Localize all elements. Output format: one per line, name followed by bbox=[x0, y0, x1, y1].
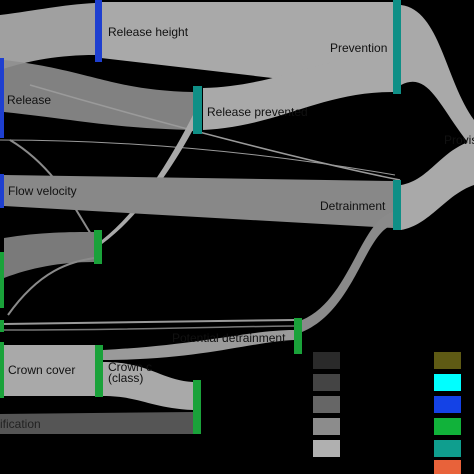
flow-green-thin bbox=[7, 257, 95, 316]
flow-release-release-prevented bbox=[4, 60, 193, 130]
flow-crown-cover-class bbox=[4, 345, 95, 396]
node-bar-crown-cover-class bbox=[95, 345, 103, 397]
label-provision: Provisi bbox=[444, 133, 474, 147]
label-crown-cover: Crown cover bbox=[8, 363, 75, 377]
flow-classification bbox=[0, 412, 193, 434]
flow-potential-detrainment-detrainment bbox=[302, 212, 393, 332]
legend-color-swatch bbox=[434, 418, 461, 435]
flow-release-prevented-green bbox=[102, 115, 198, 244]
node-bar-green-small bbox=[0, 320, 4, 332]
legend-color-swatch bbox=[434, 374, 461, 391]
node-labels: Release height Prevention Release Releas… bbox=[0, 25, 474, 431]
legend-color-swatch bbox=[434, 352, 461, 369]
label-flow-velocity: Flow velocity bbox=[8, 184, 77, 198]
legend-colors bbox=[434, 352, 461, 474]
legend-color-swatch bbox=[434, 440, 461, 457]
node-bar-detrainment bbox=[393, 180, 401, 230]
node-bar-green-left bbox=[0, 252, 4, 308]
label-potential-detrainment: Potential detrainment bbox=[172, 331, 286, 345]
flow-links bbox=[0, 2, 474, 434]
flow-thin-5 bbox=[3, 325, 295, 331]
node-bar-green-mid bbox=[94, 230, 102, 264]
flow-green-mid-left bbox=[4, 232, 94, 278]
label-crown-cover-class-2: (class) bbox=[108, 371, 143, 385]
legend-grey-swatch bbox=[313, 396, 340, 413]
legend-grey-swatch bbox=[313, 440, 340, 457]
node-bar-flow-velocity bbox=[0, 174, 4, 208]
node-bar-release-height bbox=[95, 0, 102, 62]
flow-detrainment-provision bbox=[401, 140, 474, 230]
node-bar-release-prevented bbox=[193, 86, 202, 134]
legend-color-swatch bbox=[434, 460, 461, 474]
flow-release-prevented-prevention bbox=[203, 55, 393, 130]
flow-class-potential bbox=[103, 330, 294, 360]
node-bar-release bbox=[0, 58, 4, 138]
node-bar-right-green bbox=[193, 380, 201, 434]
node-bar-potential-detrainment bbox=[294, 318, 302, 354]
label-classification: ification bbox=[0, 417, 41, 431]
label-release-prevented: Release prevented bbox=[207, 105, 308, 119]
legend-grey-swatch bbox=[313, 418, 340, 435]
node-bar-crown-cover bbox=[0, 342, 4, 398]
label-crown-cover-class-1: Crown c bbox=[108, 360, 152, 374]
label-release: Release bbox=[7, 93, 51, 107]
label-detrainment: Detrainment bbox=[320, 199, 386, 213]
flow-to-release-height bbox=[0, 3, 95, 70]
flow-prevention-provision bbox=[401, 5, 474, 150]
node-bar-prevention bbox=[393, 0, 401, 94]
flow-thin-1 bbox=[29, 84, 401, 181]
legend-grey-swatch bbox=[313, 374, 340, 391]
legend-grey-swatch bbox=[313, 352, 340, 369]
legend-greys bbox=[313, 352, 340, 457]
node-bars bbox=[0, 0, 401, 434]
legend-color-swatch bbox=[434, 396, 461, 413]
flow-class-green-right bbox=[103, 362, 193, 410]
label-release-height: Release height bbox=[108, 25, 189, 39]
label-prevention: Prevention bbox=[330, 41, 387, 55]
flow-thin-2 bbox=[0, 139, 396, 176]
flow-velocity-detrainment bbox=[4, 175, 393, 228]
flow-thin-4 bbox=[3, 319, 295, 325]
